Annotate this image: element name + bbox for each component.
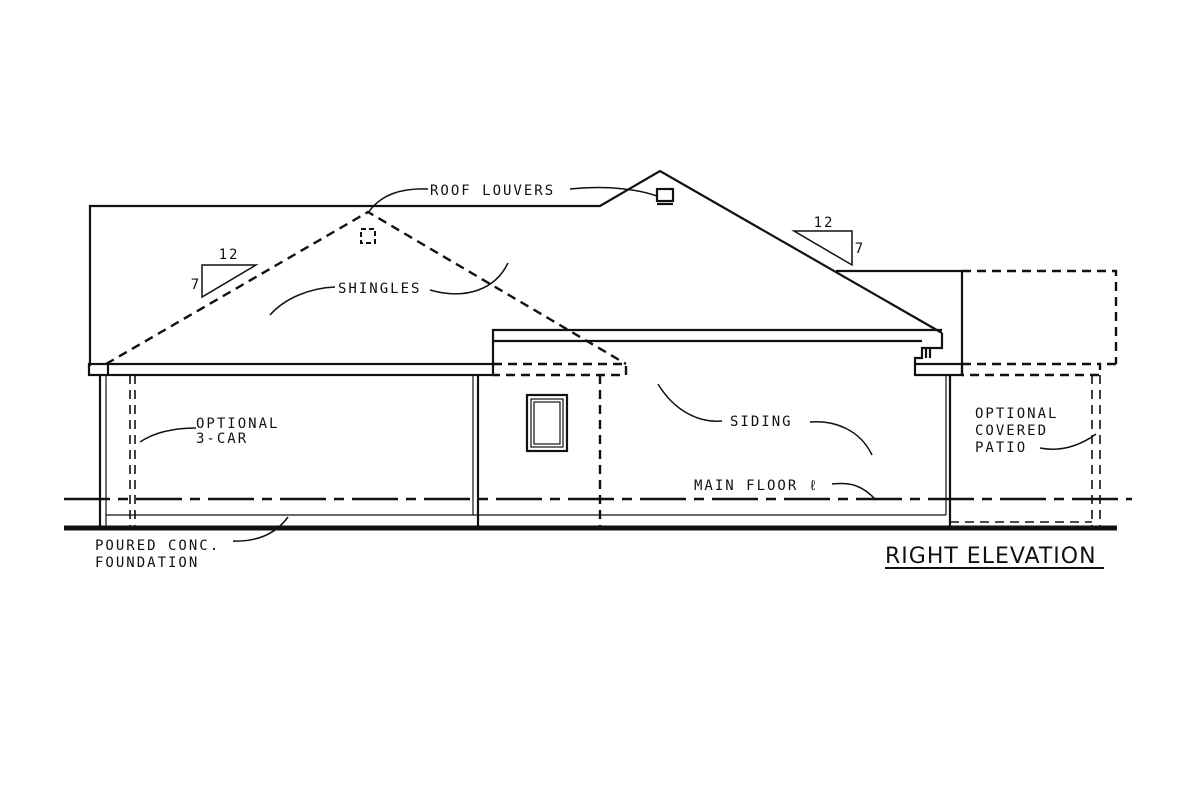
pitch-right-run: 12 — [814, 215, 835, 231]
pitch-left-run: 12 — [219, 247, 240, 263]
label-patio-3: PATIO — [975, 440, 1027, 456]
window-icon — [525, 393, 569, 453]
label-foundation-1: POURED CONC. — [95, 538, 220, 554]
label-foundation-2: FOUNDATION — [95, 555, 199, 571]
label-shingles: SHINGLES — [338, 281, 421, 297]
pitch-left-rise: 7 — [191, 277, 201, 293]
walls — [98, 375, 1101, 527]
label-patio-1: OPTIONAL — [975, 406, 1058, 422]
label-siding: SIDING — [730, 414, 793, 430]
roof-outline — [87, 169, 964, 377]
roof-louver-icon — [655, 187, 675, 206]
drawing-title: RIGHT ELEVATION — [885, 544, 1097, 569]
pitch-right-rise: 7 — [855, 241, 865, 257]
leader-lines — [139, 186, 1097, 542]
label-main-floor: MAIN FLOOR ℓ — [694, 478, 819, 494]
label-optional-3car-2: 3-CAR — [196, 431, 248, 447]
pitch-symbol-left: 12 7 — [191, 247, 259, 299]
label-optional-3car-1: OPTIONAL — [196, 416, 279, 432]
patio-roof — [836, 269, 1118, 377]
label-roof-louvers: ROOF LOUVERS — [430, 183, 555, 199]
label-patio-2: COVERED — [975, 423, 1048, 439]
roof-louver-dashed-icon — [360, 228, 376, 244]
pitch-symbol-right: 12 7 — [791, 215, 865, 267]
